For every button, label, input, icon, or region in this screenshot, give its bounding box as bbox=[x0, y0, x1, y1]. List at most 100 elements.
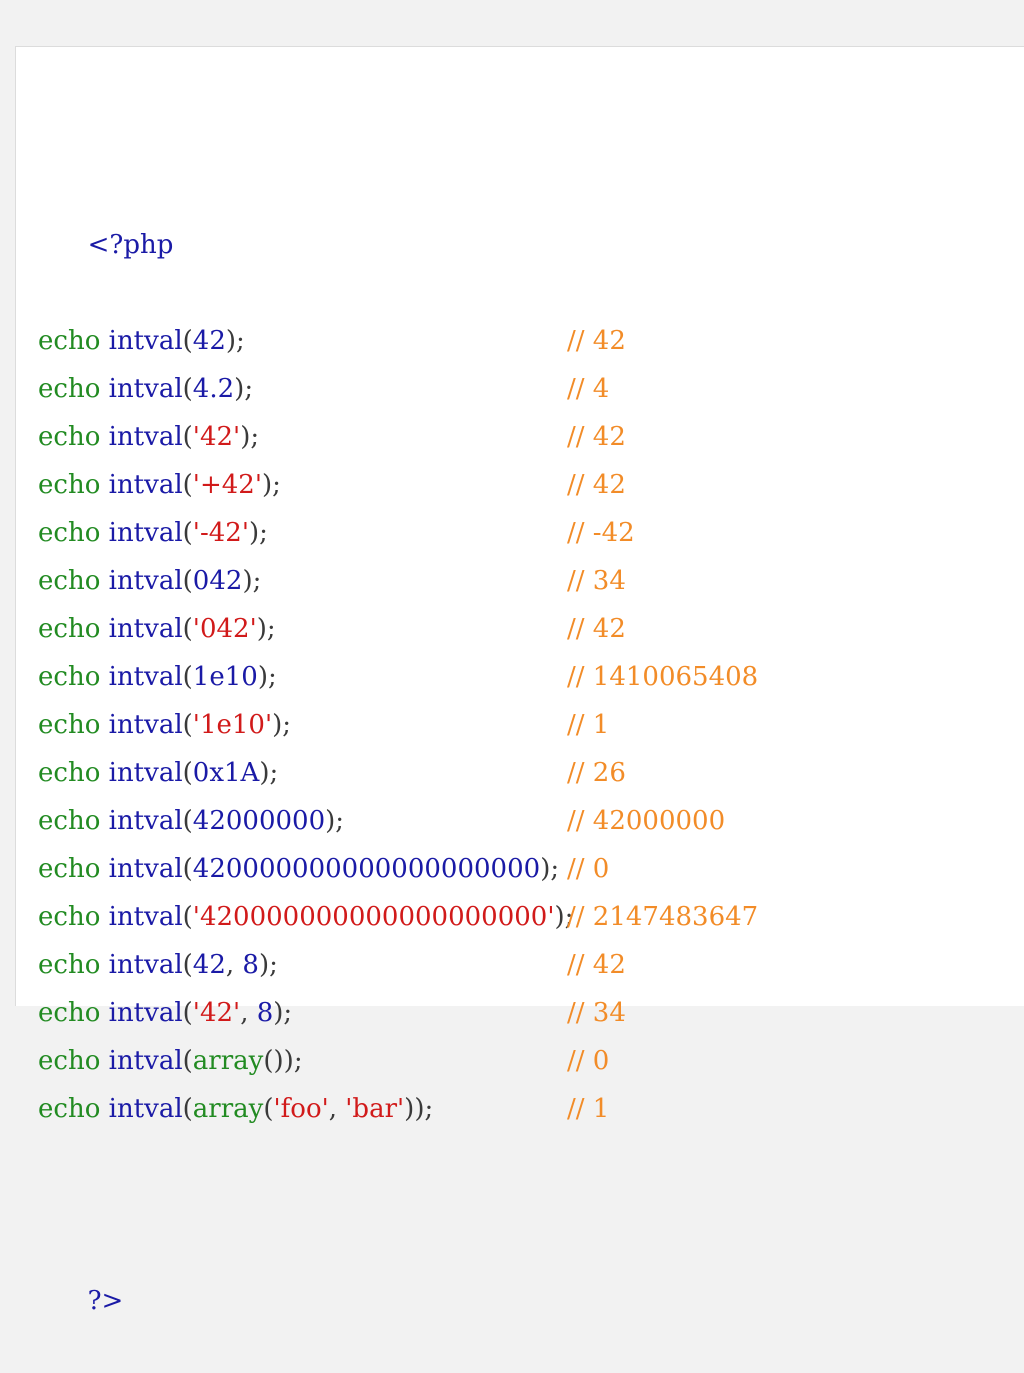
code-statement: echo intval(42000000); bbox=[38, 806, 344, 836]
code-token-kw: echo bbox=[38, 422, 101, 452]
code-token-kw: echo bbox=[38, 950, 101, 980]
code-token-punc: () bbox=[263, 1046, 284, 1076]
code-line: echo intval(4.2);// 4 bbox=[38, 365, 609, 413]
code-token-num: 042 bbox=[192, 566, 243, 596]
code-token-punc: ) bbox=[240, 422, 251, 452]
code-token-punc: ; bbox=[283, 998, 293, 1028]
code-line: echo intval(array());// 0 bbox=[38, 1037, 609, 1085]
code-token-fn: intval bbox=[108, 566, 183, 596]
code-comment: // 0 bbox=[567, 1046, 610, 1076]
code-line: echo intval('42');// 42 bbox=[38, 413, 626, 461]
code-token-fn: intval bbox=[108, 662, 183, 692]
code-token-punc: ) bbox=[283, 1046, 294, 1076]
code-token-punc: ; bbox=[259, 518, 268, 548]
code-token-fn: intval bbox=[108, 518, 183, 548]
code-comment: // -42 bbox=[567, 518, 635, 548]
code-token-kw: echo bbox=[38, 854, 101, 884]
code-statement: echo intval('420000000000000000000'); bbox=[38, 902, 573, 932]
code-statement: echo intval(420000000000000000000); bbox=[38, 854, 559, 884]
code-statement: echo intval('-42'); bbox=[38, 518, 268, 548]
code-token-punc: ) bbox=[404, 1094, 415, 1124]
code-statement: echo intval(42); bbox=[38, 326, 245, 356]
code-token-fn: intval bbox=[108, 470, 183, 500]
code-line: echo intval(42);// 42 bbox=[38, 317, 626, 365]
code-token-fn: intval bbox=[108, 710, 183, 740]
code-token-punc: ( bbox=[182, 326, 193, 356]
code-token-kw: echo bbox=[38, 518, 101, 548]
code-token-kw: echo bbox=[38, 374, 101, 404]
code-token-kw: echo bbox=[38, 998, 101, 1028]
code-comment: // 1410065408 bbox=[567, 662, 759, 692]
code-statement: echo intval('42', 8); bbox=[38, 998, 292, 1028]
code-statement: echo intval(042); bbox=[38, 566, 261, 596]
code-line: echo intval(42, 8);// 42 bbox=[38, 941, 626, 989]
code-token-sp bbox=[100, 998, 108, 1028]
code-token-punc: ) bbox=[259, 758, 270, 788]
code-token-punc: ( bbox=[182, 902, 193, 932]
code-line: echo intval(array('foo', 'bar'));// 1 bbox=[38, 1085, 609, 1133]
code-token-sp bbox=[100, 1094, 108, 1124]
code-token-kw: echo bbox=[38, 1046, 101, 1076]
code-token-punc: ( bbox=[182, 614, 193, 644]
code-statement: echo intval(1e10); bbox=[38, 662, 277, 692]
code-token-punc: ) bbox=[325, 806, 336, 836]
code-token-punc: ; bbox=[269, 758, 279, 788]
code-token-punc: ; bbox=[282, 710, 292, 740]
code-token-sp bbox=[100, 854, 108, 884]
php-close-tag-line: ?> bbox=[38, 1229, 573, 1316]
code-line: echo intval('+42');// 42 bbox=[38, 461, 626, 509]
code-comment: // 1 bbox=[567, 710, 610, 740]
code-statement: echo intval('1e10'); bbox=[38, 710, 291, 740]
code-token-punc: ) bbox=[242, 566, 253, 596]
code-token-punc: ) bbox=[234, 374, 245, 404]
code-token-punc: , bbox=[225, 950, 243, 980]
code-token-sp bbox=[100, 614, 108, 644]
code-token-kw: echo bbox=[38, 806, 101, 836]
code-token-sp bbox=[100, 806, 108, 836]
code-token-punc: , bbox=[240, 998, 257, 1028]
code-token-punc: ) bbox=[261, 470, 273, 500]
code-token-fn: intval bbox=[108, 1094, 183, 1124]
code-token-punc: ( bbox=[182, 758, 193, 788]
code-comment: // 42000000 bbox=[567, 806, 726, 836]
code-token-punc: ( bbox=[182, 566, 193, 596]
code-token-str: '420000000000000000000' bbox=[192, 902, 555, 932]
code-token-punc: ) bbox=[554, 902, 565, 932]
code-comment: // 42 bbox=[567, 470, 626, 500]
code-token-punc: ; bbox=[272, 470, 281, 500]
code-token-kw: array bbox=[192, 1046, 264, 1076]
code-token-sp bbox=[100, 374, 108, 404]
code-token-sp bbox=[100, 662, 108, 692]
code-token-punc: ( bbox=[182, 662, 193, 692]
code-token-fn: intval bbox=[108, 422, 183, 452]
php-close-tag: ?> bbox=[87, 1286, 124, 1316]
code-token-fn: intval bbox=[108, 326, 183, 356]
code-statement: echo intval('42'); bbox=[38, 422, 259, 452]
code-line: echo intval(420000000000000000000);// 0 bbox=[38, 845, 609, 893]
code-token-punc: ( bbox=[263, 1094, 274, 1124]
code-token-num: 420000000000000000000 bbox=[192, 854, 541, 884]
php-open-tag-line: <?php bbox=[38, 173, 573, 260]
code-token-str: '42' bbox=[192, 422, 241, 452]
code-token-punc: ( bbox=[182, 806, 193, 836]
code-token-num: 42 bbox=[192, 950, 226, 980]
code-token-fn: intval bbox=[108, 614, 183, 644]
code-token-sp bbox=[100, 950, 108, 980]
code-token-punc: ; bbox=[267, 662, 277, 692]
code-comment: // 34 bbox=[567, 998, 626, 1028]
code-token-kw: echo bbox=[38, 566, 101, 596]
code-line: echo intval(42000000); // 42000000 bbox=[38, 797, 725, 845]
code-token-punc: ( bbox=[182, 422, 193, 452]
code-token-punc: ; bbox=[244, 374, 254, 404]
code-token-punc: ) bbox=[273, 998, 284, 1028]
code-token-fn: intval bbox=[108, 374, 183, 404]
code-token-punc: ( bbox=[182, 518, 193, 548]
code-token-str: 'foo' bbox=[273, 1094, 329, 1124]
code-token-sp bbox=[100, 902, 108, 932]
code-statement: echo intval(42, 8); bbox=[38, 950, 278, 980]
code-comment: // 1 bbox=[567, 1094, 610, 1124]
code-token-str: 'bar' bbox=[345, 1094, 405, 1124]
code-statement: echo intval('042'); bbox=[38, 614, 276, 644]
